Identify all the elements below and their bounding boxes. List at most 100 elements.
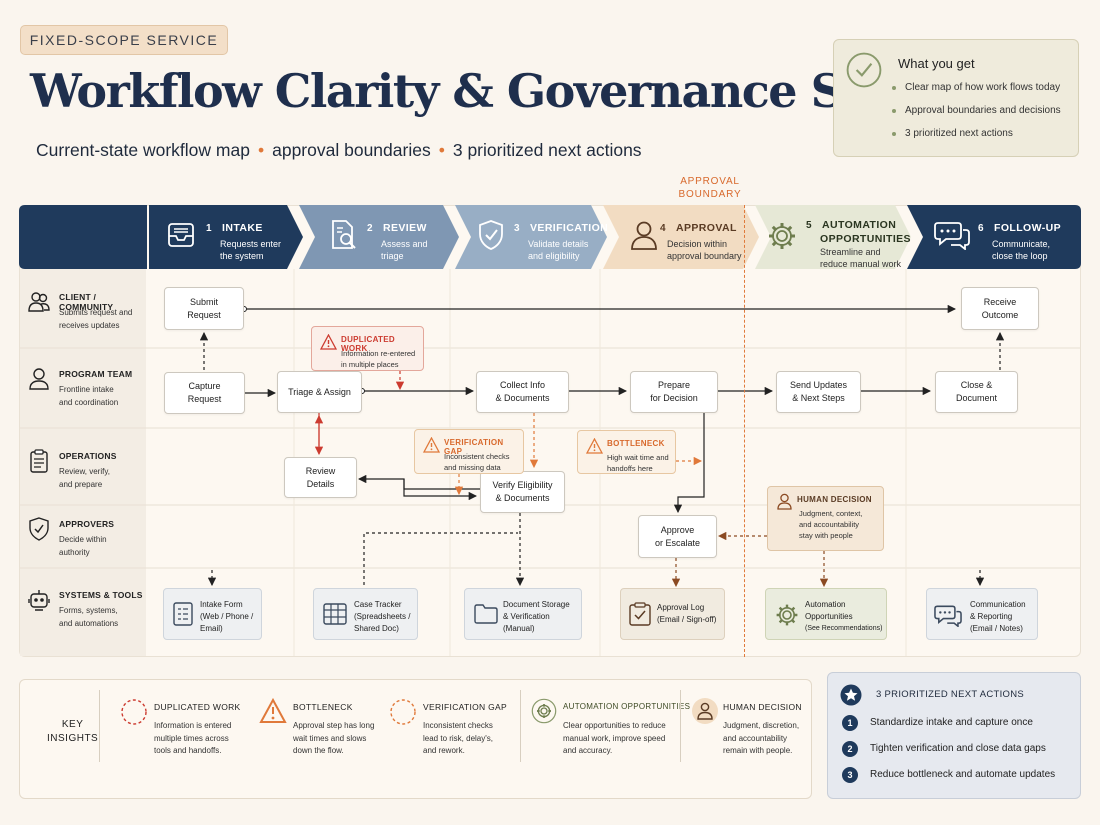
stage-number: 3	[514, 223, 520, 234]
insight-heading: DUPLICATED WORK	[154, 702, 241, 712]
system-line: (Manual)	[503, 624, 535, 633]
row-desc: Forms, systems,and automations	[59, 604, 149, 630]
page-subtitle: Current-state workflow map•approval boun…	[36, 140, 642, 161]
clipboard-icon	[30, 449, 48, 473]
approval-boundary-line2: BOUNDARY	[678, 189, 742, 200]
system-line: Shared Doc)	[354, 624, 399, 633]
row-title: SYSTEMS & TOOLS	[59, 590, 143, 600]
user-icon	[29, 368, 49, 390]
stage-desc: triage	[381, 251, 404, 261]
document-search-icon	[332, 220, 356, 249]
system-line: (Web / Phone /	[200, 612, 254, 621]
system-line: Intake Form	[200, 600, 243, 609]
stage-title: VERIFICATION	[530, 222, 609, 234]
system-label: Approval Log(Email / Sign-off)	[657, 602, 716, 626]
node-line: & Documents	[495, 493, 550, 503]
what-you-get-heading: What you get	[898, 56, 975, 71]
stage-chevron-followup	[907, 205, 1081, 269]
node-line: Triage & Assign	[288, 386, 351, 397]
system-line: Document Storage	[503, 600, 570, 609]
stage-desc: Requests enter	[220, 239, 282, 249]
stage-title: FOLLOW-UP	[994, 222, 1061, 234]
stage-approval: 4 APPROVAL Decision within approval boun…	[660, 218, 742, 262]
stage-intake: 1 INTAKE Requests enter the system	[206, 218, 281, 262]
system-line: Email)	[200, 624, 223, 633]
insight-line: and rework.	[423, 746, 465, 755]
node-line: Collect Info	[499, 380, 546, 390]
stage-desc: Communicate,	[992, 239, 1051, 249]
node-line: Receive	[983, 296, 1017, 307]
approval-boundary-line	[744, 205, 745, 657]
stage-desc: approval boundary	[667, 251, 742, 261]
stage-number: 2	[367, 223, 373, 234]
next-action-number: 3	[842, 767, 858, 783]
next-action-item: Reduce bottleneck and automate updates	[870, 769, 1056, 780]
stage-desc: the system	[220, 251, 264, 261]
next-action-number: 1	[842, 715, 858, 731]
row-desc-line: and coordination	[59, 398, 119, 407]
node-verify-eligibility[interactable]: Verify Eligibility& Documents	[480, 471, 565, 513]
what-you-get-item: 3 prioritized next actions	[892, 128, 1061, 151]
dashed-circle-orange-icon	[390, 699, 416, 725]
system-communication-reporting[interactable]: Communication& Reporting(Email / Notes)	[926, 588, 1038, 640]
key-insights-label-line: KEY	[61, 719, 84, 730]
chat-bubbles-icon	[934, 605, 962, 627]
node-line: Close &	[960, 380, 993, 390]
callout-line: Judgment, context,	[799, 509, 863, 518]
shield-check-icon	[29, 517, 49, 541]
stage-chevron-intake	[149, 205, 303, 269]
check-circle-icon	[846, 52, 882, 88]
what-you-get-item: Approval boundaries and decisions	[892, 105, 1061, 128]
gear-icon	[531, 698, 557, 724]
system-line: (Email / Sign-off)	[657, 615, 717, 624]
person-icon	[692, 698, 718, 724]
group-icon	[28, 292, 50, 312]
stage-desc: reduce manual work	[820, 259, 902, 269]
insight-line: down the flow.	[293, 746, 344, 755]
insight-line: remain with people.	[723, 746, 793, 755]
stage-review: 2 REVIEW Assess and triage	[367, 218, 428, 262]
next-actions-title: 3 PRIORITIZED NEXT ACTIONS	[876, 689, 1025, 700]
node-close-document[interactable]: Close & Document	[935, 371, 1018, 413]
callout-line: handoffs here	[607, 464, 653, 473]
system-intake-form[interactable]: Intake Form (Web / Phone / Email)	[163, 588, 262, 640]
next-action-number: 2	[842, 741, 858, 757]
stage-desc: Validate details	[528, 239, 589, 249]
row-title: PROGRAM TEAM	[59, 369, 133, 379]
subtitle-separator: •	[257, 140, 265, 160]
system-line: (See Recommendations)	[805, 625, 883, 632]
next-actions-panel: 3 PRIORITIZED NEXT ACTIONS 1 Standardize…	[827, 672, 1081, 799]
node-collect-info[interactable]: Collect Info& Documents	[476, 371, 569, 413]
checklist-icon	[629, 602, 651, 626]
insight-heading: BOTTLENECK	[293, 702, 353, 712]
system-approval-log[interactable]: Approval Log(Email / Sign-off)	[620, 588, 725, 640]
node-line: Document	[955, 393, 998, 403]
row-desc-line: and automations	[59, 619, 119, 628]
node-send-updates[interactable]: Send Updates& Next Steps	[776, 371, 861, 413]
row-title: OPERATIONS	[59, 451, 117, 461]
callout-line: Inconsistent checks	[444, 452, 510, 461]
row-desc-line: Submits request and	[59, 308, 133, 317]
callout-line: in multiple places	[341, 360, 399, 369]
node-line: Outcome	[981, 309, 1019, 320]
row-title: APPROVERS	[59, 519, 115, 529]
insight-line: Inconsistent checks	[423, 721, 493, 730]
node-triage-assign[interactable]: Triage & Assign	[277, 371, 362, 413]
stage-desc: close the loop	[992, 251, 1048, 261]
stage-number: 1	[206, 223, 212, 234]
dashed-circle-red-icon	[121, 699, 147, 725]
system-case-tracker[interactable]: Case Tracker(Spreadsheets /Shared Doc)	[313, 588, 418, 640]
system-document-storage[interactable]: Document Storage& Verification(Manual)	[464, 588, 582, 640]
